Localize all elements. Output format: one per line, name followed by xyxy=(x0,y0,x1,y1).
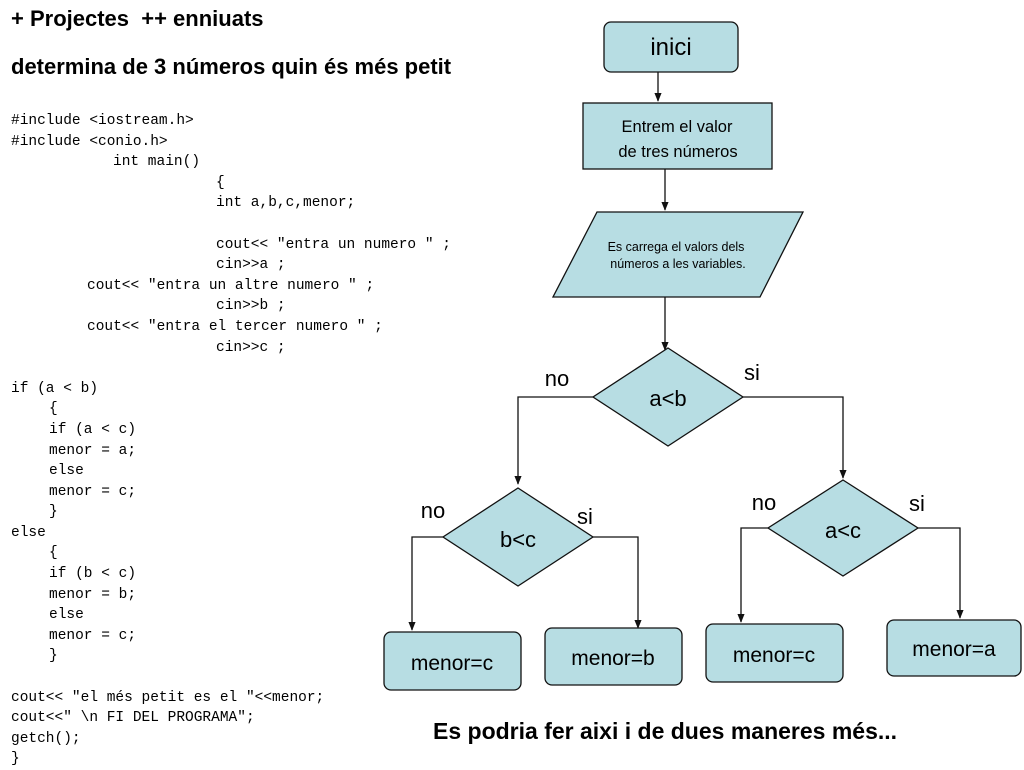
arrow-left-no-branch xyxy=(408,536,443,631)
code-line: if (a < b) xyxy=(11,380,99,397)
code-line: { xyxy=(49,401,58,418)
input-label-line1: Entrem el valor xyxy=(622,118,733,136)
code-line: { xyxy=(216,174,225,191)
code-line: else xyxy=(49,607,84,624)
code-line: menor = a; xyxy=(49,442,137,459)
code-line: int a,b,c,menor; xyxy=(216,195,356,212)
arrow-main-si-branch xyxy=(743,396,847,479)
main-si-label: si xyxy=(744,360,760,385)
start-label: inici xyxy=(650,34,691,61)
main-no-label: no xyxy=(545,366,569,391)
flow-connectors xyxy=(408,72,964,631)
output-3-label: menor=c xyxy=(733,644,815,667)
code-line: #include <conio.h> xyxy=(11,133,168,150)
input-node: Entrem el valor de tres números xyxy=(582,102,773,170)
code-line: int main() xyxy=(113,154,201,171)
code-line: { xyxy=(49,545,58,562)
decision-right: a<c xyxy=(766,479,920,577)
code-line: cin>>c ; xyxy=(216,339,286,356)
code-line: getch(); xyxy=(11,730,81,747)
arrow-right-no-branch xyxy=(737,527,768,623)
slide-subtitle: determina de 3 números quin és més petit xyxy=(11,54,452,79)
code-line: menor = c; xyxy=(49,627,137,644)
input-label-line2: de tres números xyxy=(618,143,737,161)
output-1-label: menor=c xyxy=(411,652,493,675)
code-line: cout<<" \n FI DEL PROGRAMA"; xyxy=(11,710,255,727)
code-line: cout<< "entra un numero " ; xyxy=(216,236,451,253)
code-line: cin>>a ; xyxy=(216,257,286,274)
code-line: cin>>b ; xyxy=(216,298,286,315)
code-line: if (a < c) xyxy=(49,421,137,438)
code-line: } xyxy=(49,504,58,521)
assign-node: Es carrega el valors dels números a les … xyxy=(551,211,805,298)
slide-footer: Es podria fer aixi i de dues maneres més… xyxy=(433,718,898,744)
code-line: } xyxy=(11,751,20,768)
decision-left-label: b<c xyxy=(500,527,536,552)
output-node-1: menor=c xyxy=(383,631,522,691)
assign-label-line2: números a les variables. xyxy=(610,257,745,271)
code-line: else xyxy=(49,463,84,480)
left-si-label: si xyxy=(577,504,593,529)
code-listing: #include <iostream.h> #include <conio.h> i… xyxy=(11,111,451,770)
assign-label-line1: Es carrega el valors dels xyxy=(608,240,745,254)
code-line: else xyxy=(11,524,46,541)
decision-main: a<b xyxy=(591,347,745,447)
right-si-label: si xyxy=(909,491,925,516)
start-node: inici xyxy=(603,21,739,73)
code-line: menor = b; xyxy=(49,586,137,603)
code-line: } xyxy=(49,648,58,665)
code-line: #include <iostream.h> xyxy=(11,113,194,129)
code-line: if (b < c) xyxy=(49,566,137,583)
left-no-label: no xyxy=(421,498,445,523)
arrow-right-si-branch xyxy=(918,527,964,619)
code-line: cout<< "entra un altre numero " ; xyxy=(87,277,375,294)
output-node-2: menor=b xyxy=(544,627,683,686)
code-line: cout<< "el més petit es el "<<menor; xyxy=(11,689,325,706)
code-line: cout<< "entra el tercer numero " ; xyxy=(87,318,383,335)
code-line: menor = c; xyxy=(49,483,137,500)
output-node-4: menor=a xyxy=(886,619,1022,677)
arrow-left-si-branch xyxy=(593,536,642,629)
output-node-3: menor=c xyxy=(705,623,844,683)
decision-right-label: a<c xyxy=(825,518,861,543)
decision-main-label: a<b xyxy=(649,386,686,411)
output-4-label: menor=a xyxy=(912,638,996,661)
right-no-label: no xyxy=(752,490,776,515)
output-2-label: menor=b xyxy=(571,647,654,670)
arrow-main-no-branch xyxy=(514,396,593,485)
decision-left: b<c xyxy=(441,487,595,587)
slide-title: + Projectes ++ enniuats xyxy=(11,6,264,31)
